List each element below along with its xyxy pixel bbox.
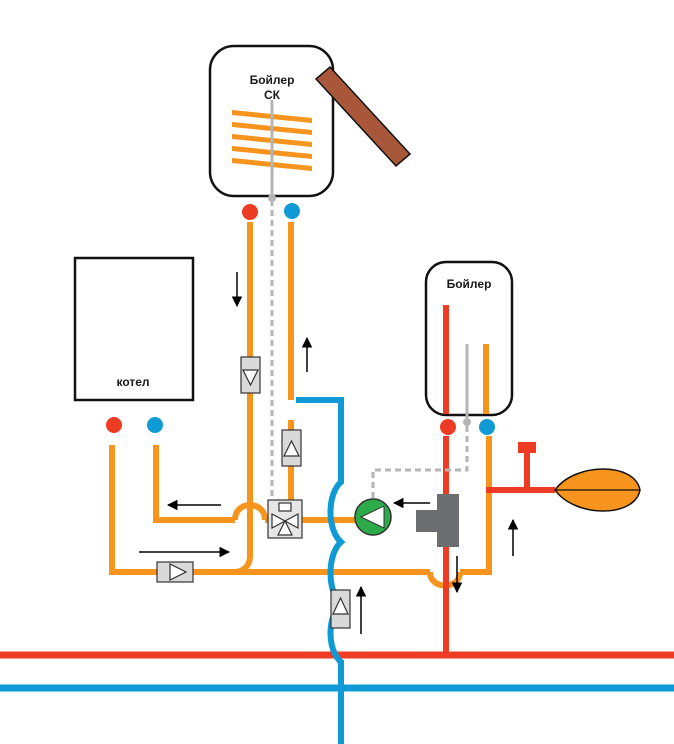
check-valve-icon <box>156 561 194 583</box>
expansion-tank-icon <box>554 468 641 512</box>
kotel-box <box>73 256 195 402</box>
boiler-return-dot <box>479 419 495 435</box>
boiler-label: Бойлер <box>447 277 492 291</box>
solar-supply-dot <box>242 204 258 220</box>
control-lines <box>270 100 469 500</box>
flow-arrow-icon <box>139 272 519 634</box>
solar-boiler-label-line2: СК <box>264 88 281 102</box>
kotel-supply-dot <box>106 417 122 433</box>
hydraulic-block <box>416 494 459 547</box>
check-valve-icon <box>281 429 302 467</box>
solar-boiler-label-line1: Бойлер <box>250 73 295 87</box>
check-valve-icon <box>330 589 351 629</box>
three-way-valve-icon <box>267 499 303 539</box>
air-vent <box>518 442 536 453</box>
boiler-supply-dot <box>440 419 456 435</box>
sensor-boiler <box>463 418 471 426</box>
kotel-return-dot <box>147 417 163 433</box>
circulation-pump-icon <box>354 498 392 536</box>
solar-collector-icon <box>314 65 412 168</box>
sensor-solar <box>268 194 276 202</box>
solar-return-dot <box>284 203 300 219</box>
kotel-label: котел <box>116 375 149 389</box>
check-valve-icon <box>240 356 261 394</box>
blue-pipe <box>296 397 346 744</box>
